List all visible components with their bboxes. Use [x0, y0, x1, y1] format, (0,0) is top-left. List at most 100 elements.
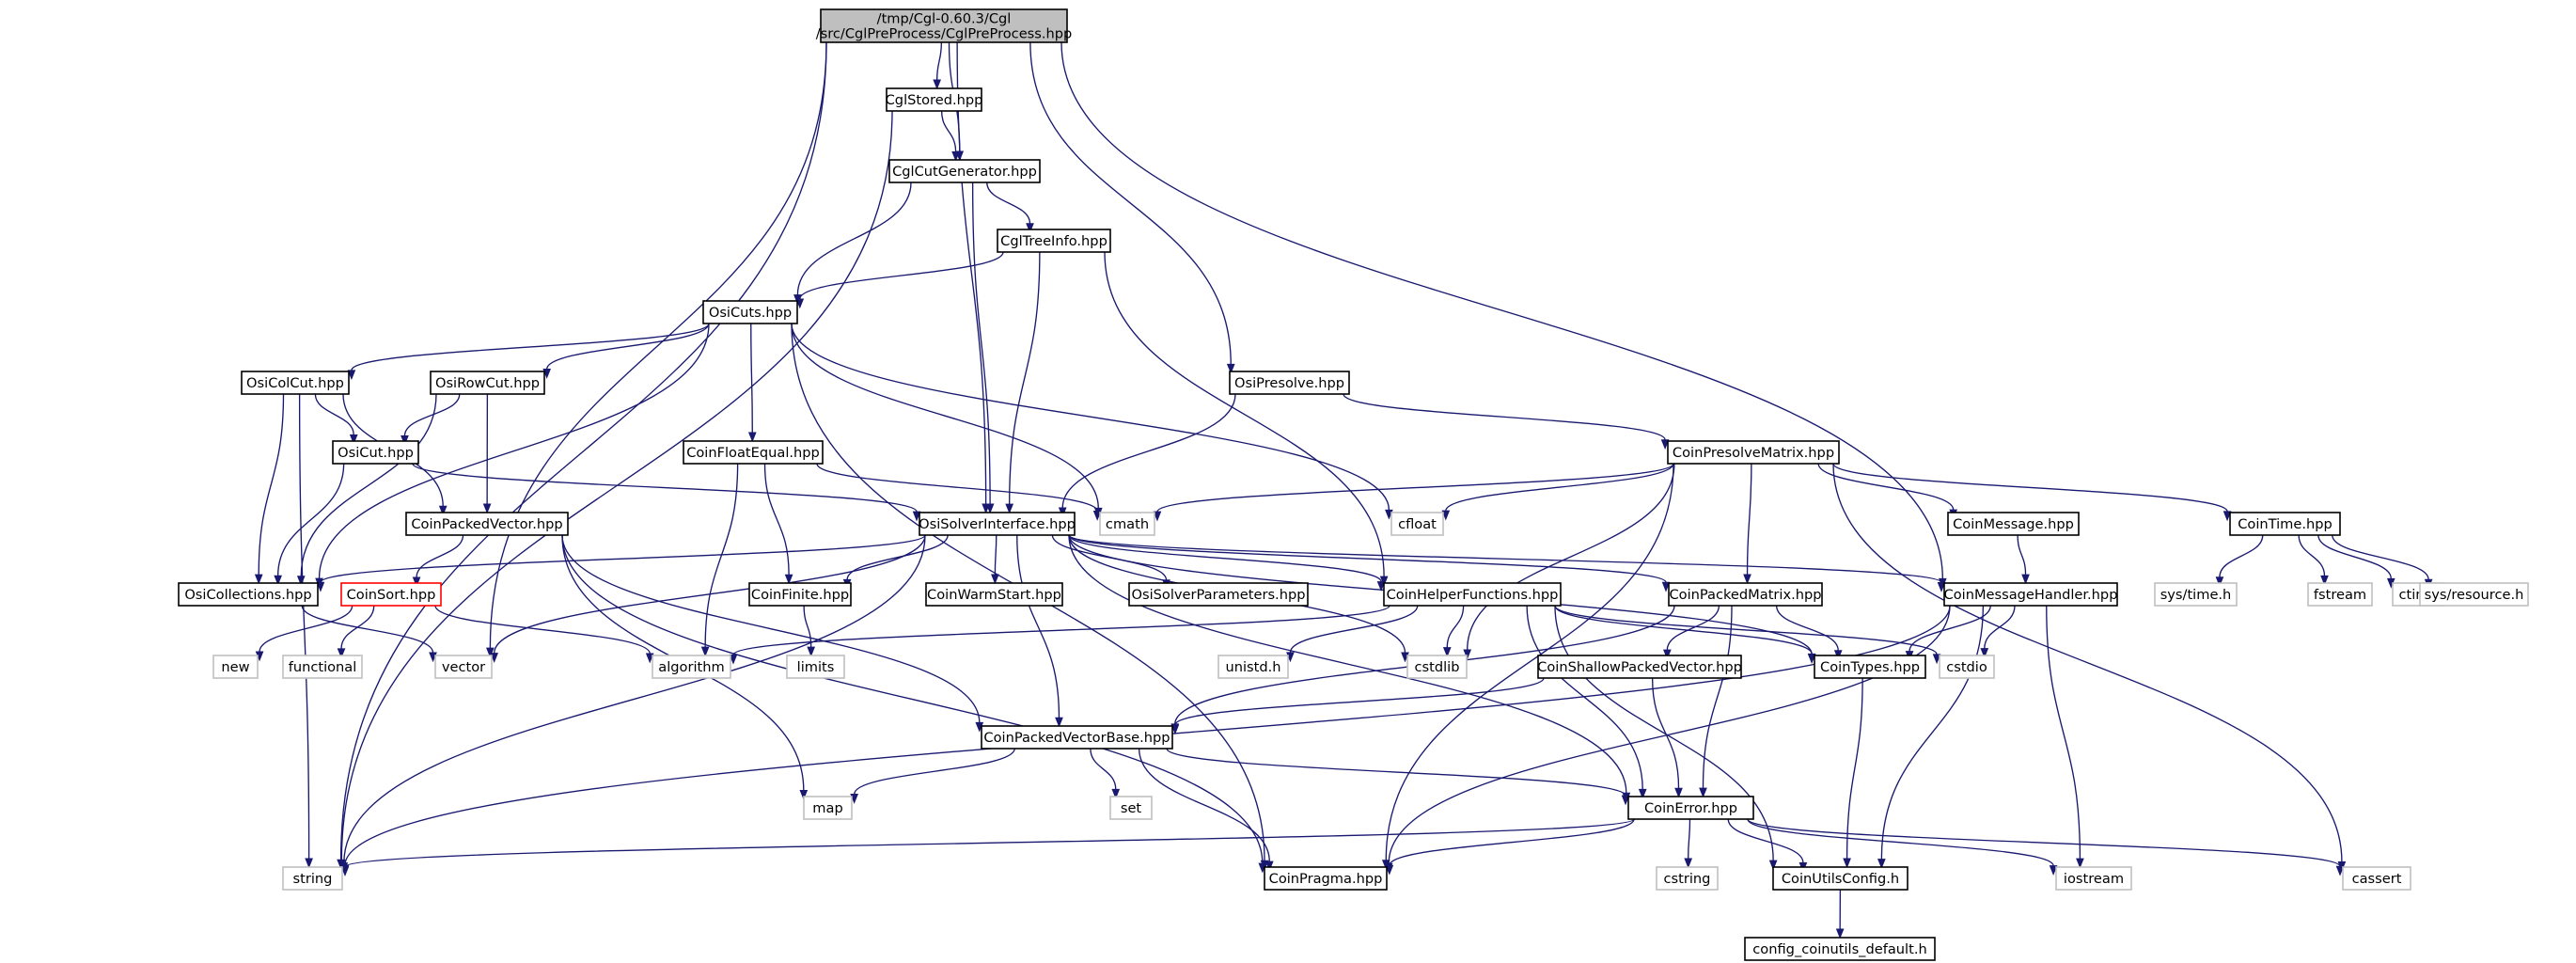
node-label: cstring	[1664, 871, 1711, 887]
edge-arrowhead	[1385, 864, 1394, 876]
node-coinfinite[interactable]: CoinFinite.hpp	[748, 582, 852, 607]
node-box	[282, 866, 343, 891]
node-label: CoinMessageHandler.hpp	[1944, 587, 2118, 603]
edge-coinmsghandler-to-iostream	[2046, 605, 2084, 869]
node-osisolverparams[interactable]: OsiSolverParameters.hpp	[1128, 582, 1309, 607]
edge-line	[1554, 605, 1813, 655]
edge-osisolverinterface-to-coinpvbase	[1016, 534, 1063, 728]
node-box	[2307, 582, 2373, 607]
node-functional: functional	[282, 655, 363, 679]
edge-line	[1166, 748, 1626, 797]
edge-line	[351, 323, 710, 371]
node-coinpresolvematrix[interactable]: CoinPresolveMatrix.hpp	[1667, 440, 1840, 465]
node-coinutilsconfig[interactable]: CoinUtilsConfig.h	[1772, 866, 1908, 891]
node-osirowcut[interactable]: OsiRowCut.hpp	[430, 371, 545, 395]
node-coinshallow[interactable]: CoinShallowPackedVector.hpp	[1537, 655, 1742, 679]
node-osisolverinterface[interactable]: OsiSolverInterface.hpp	[919, 512, 1076, 536]
edge-line	[1846, 677, 1863, 860]
node-coinfloatequal[interactable]: CoinFloatEqual.hpp	[683, 440, 824, 465]
node-coinmsghandler[interactable]: CoinMessageHandler.hpp	[1943, 582, 2118, 607]
node-osicolcut[interactable]: OsiColCut.hpp	[241, 371, 350, 395]
edge-line	[763, 463, 790, 576]
node-coinwarmstart[interactable]: CoinWarmStart.hpp	[925, 582, 1063, 607]
node-osicollections[interactable]: OsiCollections.hpp	[178, 582, 319, 607]
edge-arrowhead	[1662, 649, 1672, 660]
edge-osisolverinterface-to-osicollections	[316, 534, 926, 592]
node-label: CoinPackedVectorBase.hpp	[983, 730, 1170, 746]
edge-line	[1775, 605, 1839, 651]
node-label: CoinHelperFunctions.hpp	[1387, 587, 1559, 603]
node-cointime[interactable]: CoinTime.hpp	[2229, 512, 2341, 536]
edge-line	[1446, 605, 1465, 648]
node-osicut[interactable]: OsiCut.hpp	[332, 440, 419, 465]
edge-arrowhead	[951, 150, 960, 162]
node-box	[405, 512, 569, 536]
node-label: CoinTypes.hpp	[1820, 659, 1920, 675]
edge-line	[1389, 818, 1635, 866]
node-box	[1668, 582, 1823, 607]
node-box	[282, 655, 363, 679]
edge-line	[434, 605, 651, 655]
node-string: string	[282, 866, 343, 891]
edge-cointime-to-sysresource	[2332, 534, 2433, 590]
node-coinpvbase[interactable]: CoinPackedVectorBase.hpp	[981, 725, 1173, 750]
edge-arrowhead	[316, 581, 325, 592]
edge-line	[320, 534, 926, 583]
node-label: OsiCut.hpp	[338, 445, 414, 461]
edge-coinmessage-to-coinmsghandler	[2017, 534, 2030, 585]
node-coinerror[interactable]: CoinError.hpp	[1627, 796, 1754, 820]
edge-arrowhead	[274, 575, 282, 586]
node-cointypes[interactable]: CoinTypes.hpp	[1814, 655, 1926, 679]
node-coinpackedvector[interactable]: CoinPackedVector.hpp	[405, 512, 569, 536]
edge-coinfinite-to-limits	[803, 605, 816, 657]
edge-line	[1727, 818, 1804, 863]
node-box	[2229, 512, 2341, 536]
node-configdefault[interactable]: config_coinutils_default.h	[1744, 937, 1936, 961]
edge-arrowhead	[2076, 858, 2084, 869]
node-coinmessage[interactable]: CoinMessage.hpp	[1947, 512, 2080, 536]
node-box	[340, 582, 442, 607]
node-osipresolve[interactable]: OsiPresolve.hpp	[1229, 371, 1350, 395]
edge-coinerror-to-iostream	[1747, 818, 2058, 876]
edge-osirowcut-to-coinpackedvector	[482, 393, 492, 514]
edge-coinpvbase-to-coinerror	[1166, 748, 1630, 806]
edge-line	[339, 41, 827, 860]
node-cgltreeinfo[interactable]: CglTreeInfo.hpp	[997, 229, 1111, 253]
node-box	[1406, 655, 1468, 679]
edge-arrowhead	[2049, 865, 2058, 876]
edge-line	[403, 393, 461, 436]
edge-cgltreeinfo-to-coinhelper	[1104, 251, 1389, 587]
edge-line	[1554, 605, 1774, 861]
node-label: map	[812, 800, 842, 816]
edge-osicuts-to-coinfloatequal	[747, 323, 757, 443]
node-box	[1217, 655, 1289, 679]
edge-line	[750, 323, 753, 434]
edge-osicut-to-osicollections	[274, 463, 345, 586]
node-coinpackedmatrix[interactable]: CoinPackedMatrix.hpp	[1668, 582, 1823, 607]
edge-line	[935, 41, 943, 81]
edge-line	[994, 534, 997, 576]
edge-arrowhead	[991, 574, 999, 585]
edge-coinpresolvematrix-to-cfloat	[1441, 463, 1674, 521]
node-coinpragma[interactable]: CoinPragma.hpp	[1264, 866, 1388, 891]
edge-arrowhead	[1937, 582, 1946, 592]
node-cglcutgen[interactable]: CglCutGenerator.hpp	[888, 159, 1041, 183]
node-root[interactable]: /tmp/Cgl-0.60.3/Cgl/src/CglPreProcess/Cg…	[816, 8, 1073, 43]
edge-arrowhead	[1441, 510, 1451, 521]
node-coinhelper[interactable]: CoinHelperFunctions.hpp	[1383, 582, 1562, 607]
edge-arrowhead	[482, 503, 492, 514]
node-box	[702, 300, 798, 324]
node-osicuts[interactable]: OsiCuts.hpp	[702, 300, 798, 324]
edge-arrowhead	[2215, 576, 2224, 588]
node-label: cmath	[1106, 516, 1149, 532]
node-cglstored[interactable]: CglStored.hpp	[886, 87, 983, 112]
edge-osirowcut-to-osicollections	[296, 393, 437, 587]
node-cstdio: cstdio	[1939, 655, 1995, 679]
edge-arrowhead	[1379, 576, 1389, 587]
node-box	[241, 371, 350, 395]
edge-osicolcut-to-string	[298, 393, 313, 869]
edge-coinsort-to-algorithm	[434, 605, 654, 664]
node-label: CglStored.hpp	[886, 92, 983, 108]
node-coinsort[interactable]: CoinSort.hpp	[340, 582, 442, 607]
